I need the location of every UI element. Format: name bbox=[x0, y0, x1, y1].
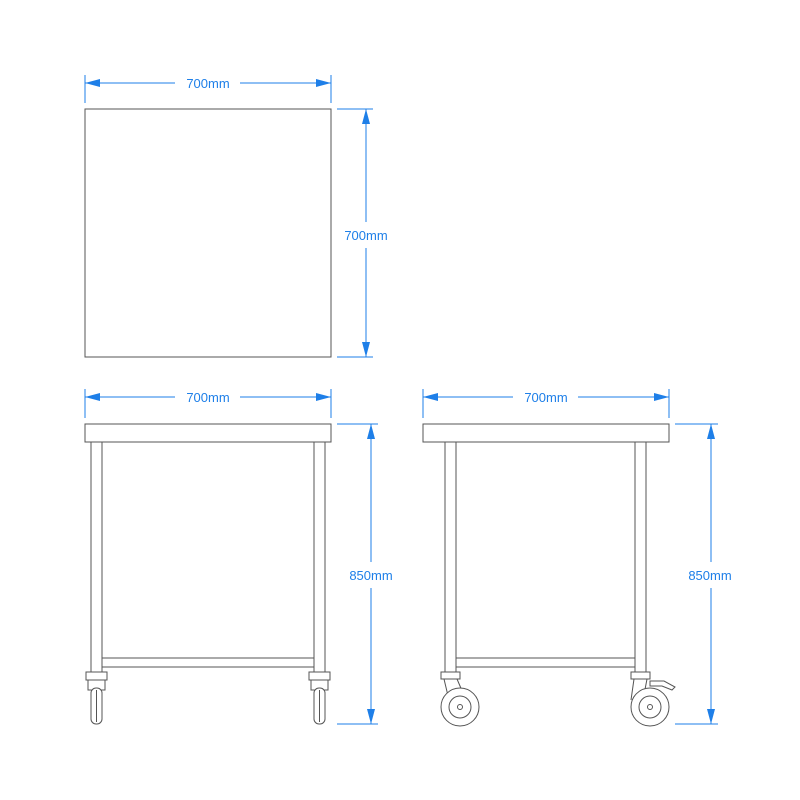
top-view-width-label: 700mm bbox=[186, 76, 229, 91]
side-view-width-label: 700mm bbox=[524, 390, 567, 405]
front-view-undershelf bbox=[101, 657, 315, 668]
front-view-width-label: 700mm bbox=[186, 390, 229, 405]
side-view-height-dimension: 850mm bbox=[675, 423, 732, 725]
side-view-left-caster bbox=[440, 671, 480, 727]
front-view-height-label: 850mm bbox=[349, 568, 392, 583]
front-view-right-leg bbox=[313, 441, 326, 673]
top-view-depth-dimension: 700mm bbox=[337, 108, 388, 358]
front-view-left-caster bbox=[85, 671, 108, 725]
side-view: 700mm 850mm bbox=[422, 389, 732, 727]
side-view-right-leg bbox=[634, 441, 647, 673]
side-view-undershelf bbox=[455, 657, 636, 668]
side-view-height-label: 850mm bbox=[688, 568, 731, 583]
front-view-tabletop bbox=[84, 423, 332, 443]
top-view-tabletop bbox=[84, 108, 332, 358]
brake-lever bbox=[649, 680, 676, 691]
front-view-height-dimension: 850mm bbox=[337, 423, 393, 725]
front-view-right-caster bbox=[308, 671, 331, 725]
side-view-left-leg bbox=[444, 441, 457, 673]
front-view-left-leg bbox=[90, 441, 103, 673]
side-view-tabletop bbox=[422, 423, 670, 443]
front-view: 700mm 850mm bbox=[84, 389, 393, 725]
top-view: 700mm 700mm bbox=[84, 75, 388, 358]
side-view-width-dimension: 700mm bbox=[422, 389, 670, 418]
top-view-depth-label: 700mm bbox=[344, 228, 387, 243]
side-view-right-caster bbox=[630, 671, 676, 727]
top-view-width-dimension: 700mm bbox=[84, 75, 332, 103]
front-view-width-dimension: 700mm bbox=[84, 389, 332, 418]
